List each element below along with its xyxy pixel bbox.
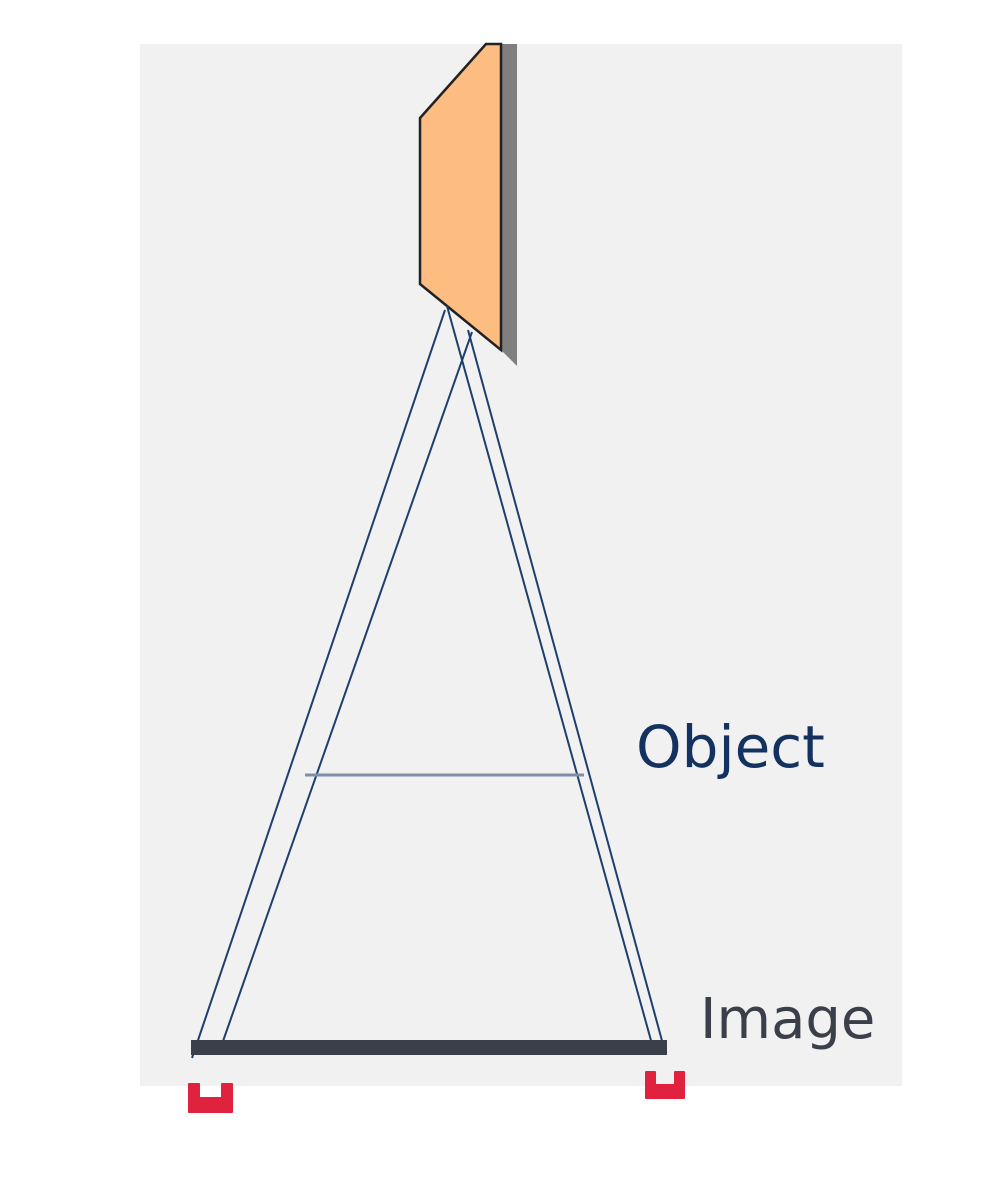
image-detector-bar bbox=[191, 1040, 667, 1055]
beam-ray bbox=[191, 309, 446, 1059]
beam-ray bbox=[467, 329, 665, 1049]
beam-rays bbox=[191, 305, 665, 1059]
x-ray-source-icon bbox=[418, 42, 503, 353]
detector-bracket-marker-icon bbox=[645, 1071, 685, 1099]
image-label: Image bbox=[700, 987, 876, 1052]
object-label: Object bbox=[636, 713, 825, 781]
diagram-panel bbox=[140, 44, 902, 1086]
detector-bracket-marker-icon bbox=[188, 1083, 233, 1113]
beam-ray bbox=[221, 331, 473, 1045]
source-shadow bbox=[501, 44, 517, 366]
beam-ray bbox=[446, 305, 653, 1045]
